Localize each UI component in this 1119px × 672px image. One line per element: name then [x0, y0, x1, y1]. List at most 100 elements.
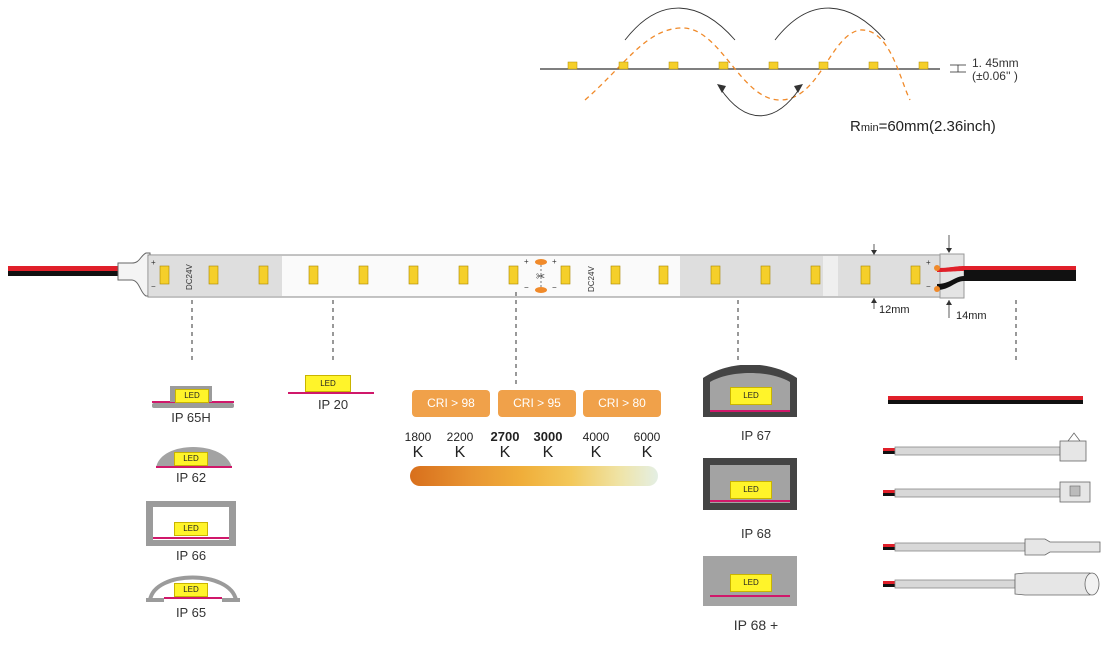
- rmin-subscript: min: [860, 122, 879, 134]
- thickness-label: 1. 45mm (±0.06'' ): [972, 57, 1019, 83]
- ip68plus-caption: IP 68 +: [733, 617, 779, 633]
- led-chip-ip68plus: LED: [730, 574, 772, 592]
- bend-leds: [567, 61, 929, 70]
- female-connector-slot: [1069, 485, 1081, 497]
- width-arrowhead-14-top: [946, 248, 952, 253]
- ip68-pcb: [710, 500, 790, 502]
- strip-led: [560, 265, 571, 285]
- coated-section-right-a: [680, 256, 823, 296]
- bend-led: [918, 61, 929, 70]
- thickness-mm: 1. 45mm: [972, 56, 1019, 70]
- cable-sheath: [894, 579, 1016, 589]
- strip-led: [408, 265, 419, 285]
- ip65-foot-left: [146, 598, 164, 602]
- rmin-prefix: R: [850, 118, 861, 135]
- width-arrowhead-12-top: [871, 250, 877, 255]
- strip-leds: [159, 265, 921, 285]
- ip65-dome: [148, 575, 238, 601]
- right-wire-black: [937, 276, 1076, 290]
- polarity-minus-right: −: [926, 282, 931, 291]
- strip-led: [508, 265, 519, 285]
- rmin-value: =60mm(2.36inch): [878, 118, 996, 135]
- ip62-pcb: [156, 466, 232, 468]
- left-wire-red: [8, 266, 118, 271]
- min-bend-radius-label: Rmin=60mm(2.36inch): [850, 118, 996, 135]
- strip-led: [258, 265, 269, 285]
- led-chip-ip65h: LED: [175, 389, 209, 403]
- width-label-12mm: 12mm: [879, 304, 910, 316]
- ip68plus-pcb: [710, 595, 790, 597]
- bend-led: [668, 61, 679, 70]
- connector-options: [883, 396, 1101, 596]
- dc-male-plug: [1024, 538, 1101, 556]
- bare-cable-black: [888, 400, 1083, 404]
- width-arrowhead-14-bottom: [946, 300, 952, 305]
- strip-led: [208, 265, 219, 285]
- bend-wave-dashed: [584, 27, 911, 101]
- ip65-pcb: [164, 597, 222, 599]
- solder-pad-plus: [934, 265, 940, 271]
- strip-led: [308, 265, 319, 285]
- cable-sheath: [894, 542, 1026, 552]
- cri-80-badge: CRI > 80: [583, 390, 661, 417]
- left-wire-black: [8, 271, 118, 276]
- polarity-plus-right: +: [926, 258, 931, 267]
- thickness-inch: (±0.06'' ): [972, 69, 1018, 83]
- bend-led: [818, 61, 829, 70]
- polarity-minus-left: −: [151, 282, 156, 291]
- cct-gradient-bar: [410, 466, 658, 486]
- bend-arc-bottom: [719, 87, 801, 116]
- strip-led: [458, 265, 469, 285]
- cut-pad-top: [535, 259, 547, 265]
- strip-led: [159, 265, 170, 285]
- leader-lines: [191, 292, 1017, 384]
- cri-98-badge: CRI > 98: [412, 390, 490, 417]
- strip-led: [358, 265, 369, 285]
- led-chip-ip67: LED: [730, 387, 772, 405]
- bend-led: [567, 61, 578, 70]
- led-strip: ✂: [8, 235, 1076, 318]
- strip-led: [658, 265, 669, 285]
- bend-led: [868, 61, 879, 70]
- width-arrowhead-12-bottom: [871, 298, 877, 303]
- wire-tip-black: [883, 451, 895, 454]
- ip65h-caption: IP 65H: [171, 410, 211, 425]
- ip67-pcb: [710, 410, 790, 412]
- coated-section-gap: [823, 256, 838, 296]
- ip65-caption: IP 65: [175, 605, 207, 620]
- bend-led: [718, 61, 729, 70]
- scissors-icon: ✂: [536, 270, 545, 283]
- ip65h-base: [152, 403, 234, 408]
- polarity-minus-cut-right: −: [552, 283, 557, 292]
- ip66-caption: IP 66: [175, 548, 207, 563]
- right-wire-black-upper: [964, 270, 1076, 276]
- cable-sheath: [894, 488, 1061, 498]
- led-chip-ip65: LED: [174, 583, 208, 597]
- cut-mark: ✂: [535, 259, 547, 293]
- polarity-plus-cut: +: [524, 257, 529, 266]
- bare-cable-red: [888, 396, 1083, 400]
- bend-arc-top-right: [774, 7, 886, 41]
- led-chip-ip66: LED: [174, 522, 208, 536]
- wire-tip-black: [883, 584, 895, 587]
- end-cap-left: [117, 252, 151, 297]
- width-label-14mm: 14mm: [956, 310, 987, 322]
- wire-tip-red: [883, 581, 895, 584]
- arrow-head-left: [717, 84, 726, 93]
- ip66-pcb: [153, 537, 229, 539]
- solder-pad-minus: [934, 286, 940, 292]
- bend-diagram: [540, 7, 966, 116]
- wire-tip-black: [883, 547, 895, 550]
- ip68-caption: IP 68: [740, 526, 772, 541]
- cut-pad-bottom: [535, 287, 547, 293]
- strip-led: [610, 265, 621, 285]
- led-chip-ip62: LED: [174, 452, 208, 466]
- bend-led: [768, 61, 779, 70]
- strip-led: [710, 265, 721, 285]
- polarity-plus-left: +: [151, 258, 156, 267]
